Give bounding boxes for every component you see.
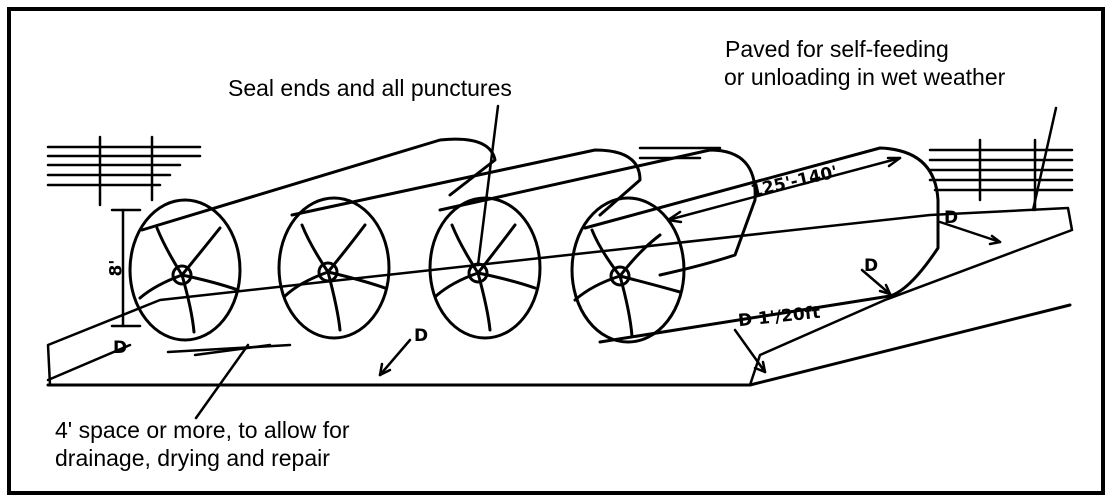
paved-label-line2: or unloading in wet weather: [724, 64, 1006, 90]
drain-label-1: D: [113, 338, 128, 358]
silo-bag-1: [128, 137, 497, 342]
seal-label: Seal ends and all punctures: [228, 75, 512, 101]
space-label-line2: drainage, drying and repair: [55, 445, 330, 471]
paved-pad: [46, 206, 1074, 387]
leader-lines: [194, 104, 1058, 420]
diagram-frame: [7, 7, 1105, 495]
length-dimension: [666, 156, 902, 224]
space-label-line1: 4' space or more, to allow for: [55, 417, 350, 443]
drain-label-4: D: [944, 208, 959, 228]
drain-label-3: D: [864, 256, 879, 276]
silo-bag-3: [428, 148, 757, 340]
paved-label-line1: Paved for self-feeding: [725, 36, 949, 62]
fence: [46, 135, 1074, 212]
drain-arrows: [46, 220, 1002, 382]
height-dimension-label: 8': [106, 259, 127, 277]
height-dimension: [110, 208, 142, 328]
drain-label-2: D: [414, 326, 429, 346]
silo-bag-2: [277, 148, 642, 340]
